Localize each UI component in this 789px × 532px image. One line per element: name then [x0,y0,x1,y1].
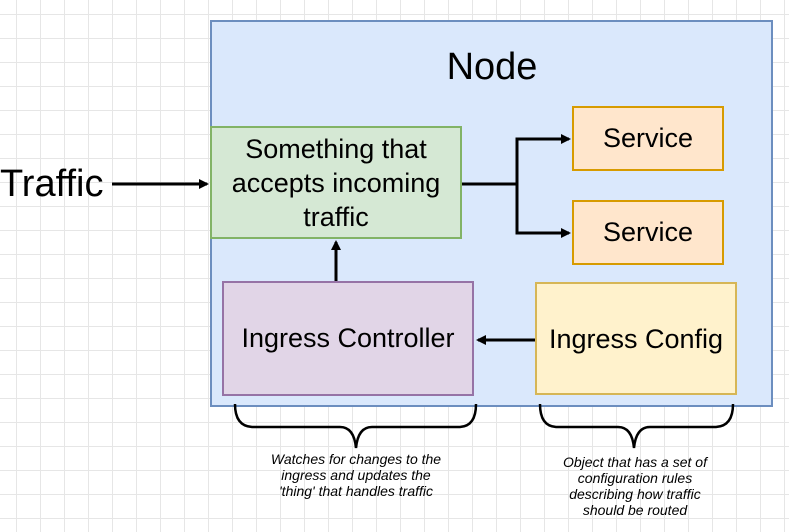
ingress-controller-box: Ingress Controller [222,281,474,396]
controller-note: Watches for changes to the ingress and u… [270,451,442,499]
service-label-1: Service [602,123,694,153]
ingress-config-label: Ingress Config [548,323,724,354]
service-box-2: Service [572,200,724,265]
service-label-2: Service [602,217,694,247]
controller-brace [233,403,478,449]
service-box-1: Service [572,106,724,171]
ingress-config-box: Ingress Config [535,282,737,395]
config-brace [538,403,735,449]
incoming-traffic-handler-label: Something that accepts incoming traffic [231,133,441,232]
service-1-arrow [515,134,571,184]
incoming-traffic-handler-box: Something that accepts incoming traffic [210,126,462,239]
node-title: Node [446,45,538,88]
ingress-controller-label: Ingress Controller [241,323,455,353]
traffic-label: Traffic [0,162,104,205]
config-note: Object that has a set of configuration r… [563,454,707,518]
service-2-arrow [515,184,571,238]
